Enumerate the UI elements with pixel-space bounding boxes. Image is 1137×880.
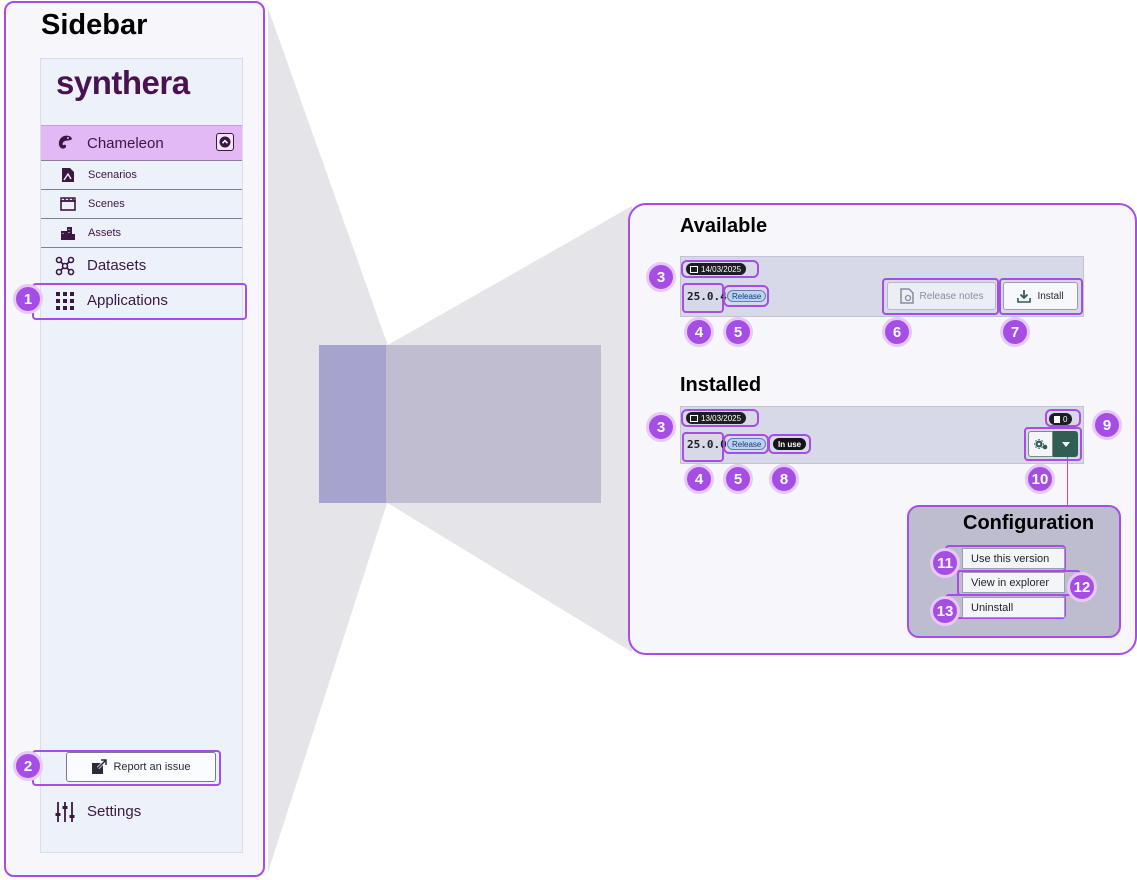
callout-badge: 1 xyxy=(13,284,43,314)
callout-badge: 4 xyxy=(684,317,714,347)
channel-highlight xyxy=(723,285,769,307)
date-highlight xyxy=(681,260,759,278)
scenario-count: 0 xyxy=(1063,414,1068,424)
molecule-network-icon xyxy=(53,254,77,278)
external-link-icon xyxy=(91,759,108,775)
caret-down-icon xyxy=(1061,441,1070,447)
sidebar-item-settings[interactable]: Settings xyxy=(41,794,242,829)
file-icon xyxy=(1054,415,1060,423)
release-date-chip: 14/03/2025 xyxy=(686,263,747,275)
version-number: 25.0.0 xyxy=(687,438,727,451)
sidebar-item-chameleon[interactable]: Chameleon xyxy=(41,125,242,161)
callout-badge: 4 xyxy=(684,464,714,494)
callout-badge: 6 xyxy=(882,317,912,347)
brand-logo: synthera xyxy=(56,64,190,101)
scenario-file-icon xyxy=(59,166,77,184)
sidebar-item-datasets[interactable]: Datasets xyxy=(41,248,242,283)
sidebar-item-label: Settings xyxy=(87,803,142,820)
release-channel-badge: Release xyxy=(727,438,767,450)
uninstall-item[interactable]: Uninstall xyxy=(962,597,1065,618)
install-label: Install xyxy=(1037,290,1064,302)
configuration-button[interactable] xyxy=(1028,431,1053,457)
sidebar-item-scenes[interactable]: Scenes xyxy=(41,190,242,219)
install-button[interactable]: Install xyxy=(1003,282,1078,310)
version-number: 25.0.4 xyxy=(687,290,727,303)
release-notes-label: Release notes xyxy=(919,290,984,302)
callout-badge: 13 xyxy=(930,596,960,626)
callout-badge: 7 xyxy=(1000,317,1030,347)
use-this-version-item[interactable]: Use this version xyxy=(962,548,1065,569)
sliders-icon xyxy=(53,800,77,824)
callout-badge: 3 xyxy=(646,262,676,292)
clapperboard-icon xyxy=(59,195,77,213)
release-notes-icon xyxy=(899,288,914,304)
configuration-split-button xyxy=(1028,431,1078,457)
in-use-badge: In use xyxy=(773,438,807,450)
sidebar-item-label: Applications xyxy=(87,292,168,309)
grid-apps-icon xyxy=(53,289,77,313)
release-notes-button[interactable]: Release notes xyxy=(887,282,996,310)
collapse-button[interactable] xyxy=(216,133,234,151)
available-title: Available xyxy=(680,215,768,237)
release-channel-badge: Release xyxy=(727,290,767,302)
configuration-dropdown-button[interactable] xyxy=(1053,431,1078,457)
sidebar-item-applications[interactable]: Applications xyxy=(41,283,242,318)
sidebar-item-label: Scenes xyxy=(88,198,125,210)
calendar-icon xyxy=(690,414,698,422)
date-highlight xyxy=(681,409,759,427)
callout-badge: 2 xyxy=(13,751,43,781)
connector-line xyxy=(1067,457,1068,505)
installed-title: Installed xyxy=(680,374,762,396)
sidebar-item-label: Datasets xyxy=(87,257,147,274)
configuration-title: Configuration xyxy=(963,512,1095,534)
applications-highlight xyxy=(32,283,247,320)
calendar-icon xyxy=(690,265,698,273)
callout-badge: 12 xyxy=(1067,572,1097,602)
callout-badge: 11 xyxy=(930,548,960,578)
report-issue-button[interactable]: Report an issue xyxy=(66,752,216,782)
sidebar-item-scenarios[interactable]: Scenarios xyxy=(41,161,242,190)
release-date-chip: 13/03/2025 xyxy=(686,412,747,424)
sidebar-item-label: Assets xyxy=(88,227,122,239)
report-issue-label: Report an issue xyxy=(113,761,191,773)
chevron-up-icon xyxy=(219,136,231,148)
sidebar-item-label: Scenarios xyxy=(88,169,137,181)
sidebar xyxy=(40,58,243,853)
callout-badge: 8 xyxy=(769,464,799,494)
scenario-count-chip: 0 xyxy=(1049,413,1073,425)
callout-badge: 5 xyxy=(723,317,753,347)
callout-badge: 9 xyxy=(1092,410,1122,440)
sidebar-item-label: Chameleon xyxy=(87,134,164,152)
gears-icon xyxy=(1033,439,1047,450)
count-highlight xyxy=(1045,409,1081,427)
release-date: 14/03/2025 xyxy=(701,264,742,274)
callout-badge: 5 xyxy=(723,464,753,494)
download-icon xyxy=(1017,289,1032,303)
install-highlight xyxy=(999,278,1083,315)
callout-badge: 10 xyxy=(1025,464,1055,494)
sidebar-title: Sidebar xyxy=(41,9,148,41)
release-date: 13/03/2025 xyxy=(701,413,742,423)
sidebar-item-assets[interactable]: Assets xyxy=(41,219,242,248)
config-highlight xyxy=(1024,427,1082,461)
callout-badge: 3 xyxy=(646,412,676,442)
buildings-icon xyxy=(59,224,77,242)
chameleon-icon xyxy=(53,131,77,155)
status-highlight xyxy=(768,434,811,454)
release-notes-highlight xyxy=(882,278,999,315)
view-in-explorer-item[interactable]: View in explorer xyxy=(962,572,1065,593)
